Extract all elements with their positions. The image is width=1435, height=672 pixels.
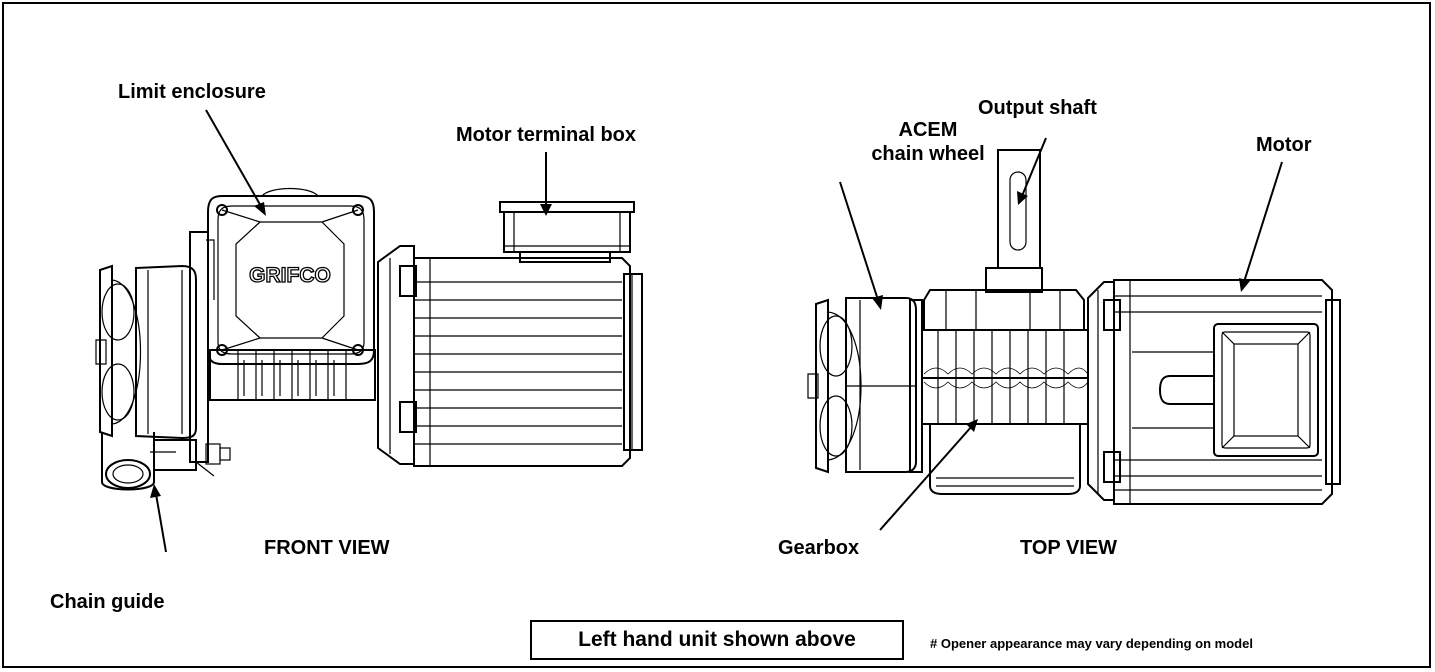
top-motor-body <box>1113 279 1341 505</box>
label-motor-terminal-box: Motor terminal box <box>456 124 637 146</box>
front-chain-wheel <box>95 231 215 463</box>
label-acem-line1: ACEM <box>898 119 958 141</box>
top-view-drawing <box>807 149 1341 505</box>
front-motor-body <box>413 257 643 467</box>
front-terminal-box <box>499 201 635 263</box>
arrow-output-shaft <box>1017 191 1028 205</box>
label-front-view: FRONT VIEW <box>264 537 390 559</box>
label-limit-enclosure: Limit enclosure <box>118 81 266 103</box>
front-limit-enclosure: GRIFCO <box>207 187 375 365</box>
top-motor-flange <box>1087 281 1121 501</box>
label-output-shaft: Output shaft <box>978 97 1097 119</box>
front-motor-flange <box>377 245 417 465</box>
arrow-gearbox <box>966 419 978 432</box>
front-gearbox <box>209 349 376 401</box>
leader-lines <box>150 109 1283 553</box>
arrow-motor-terminal-box <box>540 204 552 216</box>
left-hand-note: Left hand unit shown above <box>530 620 904 660</box>
top-output-shaft <box>985 149 1043 293</box>
arrow-limit-enclosure <box>254 202 266 216</box>
appearance-footnote: # Opener appearance may vary depending o… <box>930 636 1253 651</box>
front-chain-guide <box>101 432 231 491</box>
label-acem-chain-wheel: ACEM chain wheel <box>868 118 988 166</box>
label-gearbox: Gearbox <box>778 537 860 559</box>
brand-logo: GRIFCO <box>249 264 331 287</box>
arrow-chain-guide <box>150 484 161 498</box>
top-gearbox <box>921 289 1089 495</box>
top-chain-wheel <box>807 297 923 474</box>
label-top-view: TOP VIEW <box>1020 537 1118 559</box>
label-chain-guide: Chain guide <box>50 591 165 613</box>
arrow-acem-chain-wheel <box>872 295 883 310</box>
front-view-drawing: GRIFCO <box>95 187 643 491</box>
arrow-motor <box>1239 278 1250 292</box>
label-motor: Motor <box>1256 134 1312 156</box>
label-acem-line2: chain wheel <box>871 143 985 165</box>
